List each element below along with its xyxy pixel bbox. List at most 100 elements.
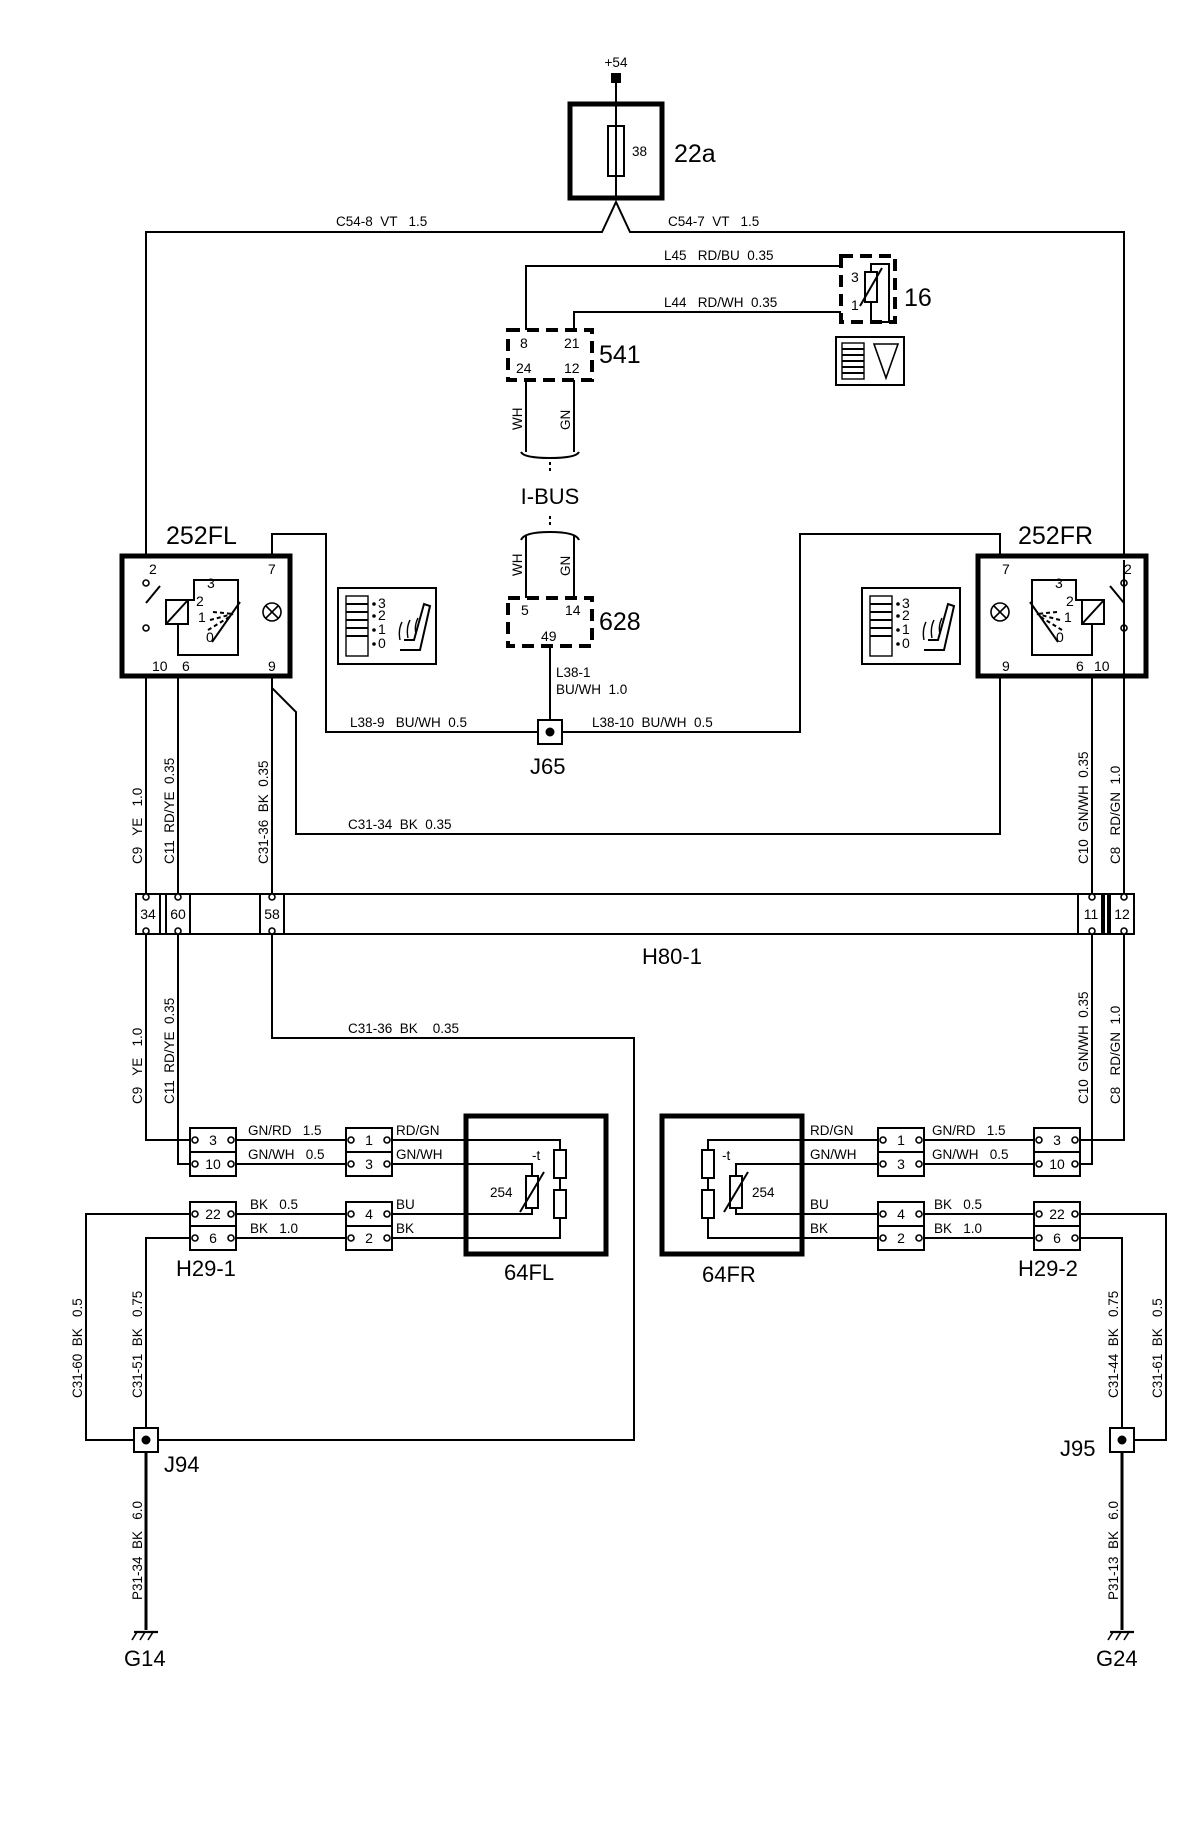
svg-text:BK 0.5: BK 0.5 <box>934 1197 982 1212</box>
svg-text:10: 10 <box>1094 658 1110 674</box>
heater-64fl-label: 64FL <box>504 1260 554 1285</box>
svg-text:3: 3 <box>851 269 859 285</box>
module-541-box <box>506 328 594 382</box>
connector-heater-fr <box>877 1127 925 1251</box>
svg-text:L38-10 BU/WH 0.5: L38-10 BU/WH 0.5 <box>592 715 713 730</box>
svg-text:22: 22 <box>205 1206 221 1222</box>
svg-text:49: 49 <box>541 628 557 644</box>
svg-text:1: 1 <box>897 1132 905 1148</box>
svg-text:2: 2 <box>378 607 386 623</box>
svg-text:L44 RD/WH 0.35: L44 RD/WH 0.35 <box>664 295 777 310</box>
svg-text:0: 0 <box>378 635 386 651</box>
svg-text:7: 7 <box>268 561 276 577</box>
svg-text:BK 1.0: BK 1.0 <box>250 1221 298 1236</box>
svg-text:C9 YE 1.0: C9 YE 1.0 <box>130 788 145 864</box>
svg-text:-t: -t <box>722 1148 730 1163</box>
svg-text:60: 60 <box>170 906 186 922</box>
fuse-id: 22a <box>674 140 716 168</box>
wire-c31-60 <box>85 1213 190 1441</box>
svg-text:RD/GN: RD/GN <box>396 1123 440 1138</box>
svg-text:C11 RD/YE 0.35: C11 RD/YE 0.35 <box>162 998 177 1104</box>
svg-text:BU/WH 1.0: BU/WH 1.0 <box>556 682 627 697</box>
wire-l38-10 <box>562 533 1001 733</box>
connector-h29-1-label: H29-1 <box>176 1256 236 1281</box>
switch-252fl-id: 252FL <box>166 522 237 550</box>
svg-text:4: 4 <box>365 1206 373 1222</box>
module-541-id: 541 <box>599 341 641 369</box>
svg-text:22: 22 <box>1049 1206 1065 1222</box>
svg-text:C31-61 BK 0.5: C31-61 BK 0.5 <box>1150 1298 1165 1398</box>
svg-text:GN/RD 1.5: GN/RD 1.5 <box>248 1123 322 1138</box>
svg-text:3: 3 <box>378 595 386 611</box>
svg-text:21: 21 <box>564 335 580 351</box>
switch-252fl-mechanism <box>142 579 282 656</box>
svg-text:10: 10 <box>152 658 168 674</box>
wire-l44 <box>573 311 841 334</box>
heater-element-icon <box>701 1139 802 1239</box>
svg-text:BU: BU <box>810 1197 829 1212</box>
svg-text:3: 3 <box>1053 1132 1061 1148</box>
svg-text:BK: BK <box>396 1221 414 1236</box>
svg-text:2: 2 <box>1124 561 1132 577</box>
svg-text:GN/WH: GN/WH <box>810 1147 857 1162</box>
svg-text:C10 GN/WH 0.35: C10 GN/WH 0.35 <box>1076 991 1091 1104</box>
splice-j95 <box>1109 1427 1135 1453</box>
svg-text:12: 12 <box>1114 906 1130 922</box>
svg-text:-t: -t <box>532 1148 540 1163</box>
svg-text:GN/WH 0.5: GN/WH 0.5 <box>932 1147 1009 1162</box>
wire-c8-lower <box>1080 934 1125 1141</box>
svg-text:2: 2 <box>902 607 910 623</box>
heater-64fr-label: 64FR <box>702 1262 756 1287</box>
sensor-254-fr: 254 <box>752 1185 775 1200</box>
svg-text:2: 2 <box>196 593 204 609</box>
svg-text:BK 0.5: BK 0.5 <box>250 1197 298 1212</box>
svg-text:1: 1 <box>851 297 859 313</box>
svg-text:C11 RD/YE 0.35: C11 RD/YE 0.35 <box>162 758 177 864</box>
sensor-254-fl: 254 <box>490 1185 513 1200</box>
supply-terminal <box>611 73 621 83</box>
ground-icon <box>131 1630 158 1641</box>
splice-j65-label: J65 <box>530 754 565 779</box>
svg-text:6: 6 <box>1076 658 1084 674</box>
connector-h29-2-label: H29-2 <box>1018 1256 1078 1281</box>
svg-text:9: 9 <box>268 658 276 674</box>
fuse-number: 38 <box>632 144 647 159</box>
svg-text:4: 4 <box>897 1206 905 1222</box>
switch-252fr-mechanism <box>990 579 1128 656</box>
module-628-id: 628 <box>599 608 641 636</box>
svg-text:WH: WH <box>510 408 525 431</box>
svg-text:GN: GN <box>558 410 573 430</box>
wire-c54-7: C54-7 VT 1.5 <box>668 214 759 229</box>
svg-text:2: 2 <box>897 1230 905 1246</box>
svg-text:24: 24 <box>516 360 532 376</box>
svg-text:C31-60 BK 0.5: C31-60 BK 0.5 <box>70 1298 85 1398</box>
svg-text:C31-36 BK 0.35: C31-36 BK 0.35 <box>348 1021 459 1036</box>
svg-text:12: 12 <box>564 360 580 376</box>
wire-l45 <box>525 265 841 334</box>
svg-text:1: 1 <box>378 621 386 637</box>
svg-text:WH: WH <box>510 554 525 577</box>
ibus-label: I-BUS <box>521 484 580 509</box>
svg-text:3: 3 <box>207 575 215 591</box>
svg-text:BK: BK <box>810 1221 828 1236</box>
connector-h29-1 <box>189 1127 237 1251</box>
svg-text:P31-13 BK 6.0: P31-13 BK 6.0 <box>1106 1501 1121 1600</box>
svg-text:GN/WH 0.5: GN/WH 0.5 <box>248 1147 325 1162</box>
svg-text:0: 0 <box>1056 629 1064 645</box>
svg-text:C31-36 BK 0.35: C31-36 BK 0.35 <box>256 760 271 864</box>
svg-text:1: 1 <box>198 609 206 625</box>
svg-text:3: 3 <box>1055 575 1063 591</box>
svg-text:9: 9 <box>1002 658 1010 674</box>
svg-text:7: 7 <box>1002 561 1010 577</box>
svg-text:6: 6 <box>182 658 190 674</box>
svg-text:2: 2 <box>365 1230 373 1246</box>
svg-text:C31-51 BK 0.75: C31-51 BK 0.75 <box>130 1291 145 1398</box>
svg-text:BK 1.0: BK 1.0 <box>934 1221 982 1236</box>
svg-text:3: 3 <box>365 1156 373 1172</box>
svg-text:L38-1: L38-1 <box>556 665 591 680</box>
ground-g14-label: G14 <box>124 1646 166 1671</box>
svg-text:0: 0 <box>902 635 910 651</box>
svg-text:3: 3 <box>897 1156 905 1172</box>
svg-text:2: 2 <box>149 561 157 577</box>
